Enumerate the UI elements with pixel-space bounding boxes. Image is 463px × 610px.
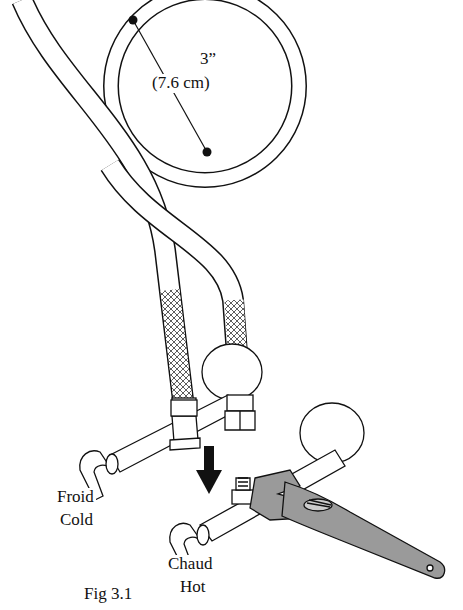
part-label: (7.6 cm) [150, 74, 212, 93]
part-label: Cold [58, 511, 95, 530]
hot-nut [225, 395, 255, 430]
adjustable-wrench [250, 470, 445, 578]
cold-valve [80, 395, 238, 500]
cold-hose [22, 0, 183, 400]
dimension-line [129, 16, 212, 157]
part-label: Chaud [166, 555, 214, 574]
down-arrow [196, 446, 222, 494]
hot-valve [170, 450, 345, 572]
part-label: Hot [178, 578, 208, 597]
cold-nut [171, 400, 197, 416]
part-label: 3” [198, 50, 218, 69]
figure-caption: Fig 3.1 [82, 585, 134, 604]
part-label: Froid [55, 488, 96, 507]
